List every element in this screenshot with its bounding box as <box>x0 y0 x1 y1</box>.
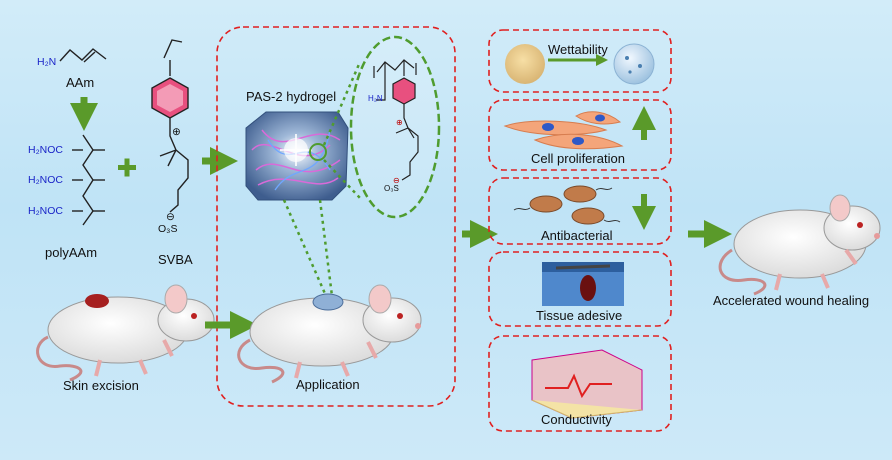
svba-sulfonate: O₃S <box>158 223 178 235</box>
property-label-wettability: Wettability <box>548 42 608 57</box>
hydrogel-sulfonate: O₃S <box>384 184 399 193</box>
aam-label: AAm <box>66 75 95 90</box>
polyaam-structure <box>72 134 105 226</box>
zoom-marker <box>309 143 327 161</box>
property-label-cell-proliferation: Cell proliferation <box>531 151 625 166</box>
hydrogel-amine: H₂N <box>368 94 383 103</box>
hydrogel-title: PAS-2 hydrogel <box>246 89 337 104</box>
hydrogel-cube <box>245 111 349 201</box>
mouse-application <box>237 284 422 384</box>
wettability-illustration <box>505 43 655 85</box>
application-panel <box>216 26 456 407</box>
property-label-antibacterial: Antibacterial <box>541 228 613 243</box>
hydrogel-charge-pos: ⊕ <box>396 118 403 127</box>
svba-label: SVBA <box>158 252 193 267</box>
svba-structure <box>151 39 189 213</box>
polyaam-group-3: H₂NOC <box>28 205 63 217</box>
zoom-connectors <box>282 61 362 297</box>
zoom-ellipse <box>349 35 441 219</box>
conductivity-illustration <box>531 349 643 419</box>
polymer-unit-structure <box>373 59 419 181</box>
hydrogel-charge-neg: ⊖ <box>393 176 400 185</box>
mouse-excision <box>36 284 215 382</box>
polyaam-group-1: H₂NOC <box>28 144 63 156</box>
bacteria-illustration <box>513 185 621 225</box>
aam-amine-label: H₂N <box>37 56 57 68</box>
skin-excision-label: Skin excision <box>63 378 139 393</box>
tissue-photo <box>542 262 624 306</box>
svba-charge-pos: ⊕ <box>172 126 181 138</box>
property-label-tissue-adhesive: Tissue adesive <box>536 308 623 323</box>
cell-illustration <box>503 111 624 150</box>
polyaam-group-2: H₂NOC <box>28 174 63 186</box>
plus-sign <box>118 158 136 177</box>
application-label: Application <box>296 377 360 392</box>
svba-charge-neg: ⊖ <box>166 211 175 223</box>
property-box-frames <box>488 29 672 432</box>
polyaam-label: polyAAm <box>45 245 98 260</box>
aam-structure <box>59 48 107 63</box>
property-label-conductivity: Conductivity <box>541 412 612 427</box>
outcome-label: Accelerated wound healing <box>713 293 870 308</box>
mouse-healed <box>718 194 881 296</box>
